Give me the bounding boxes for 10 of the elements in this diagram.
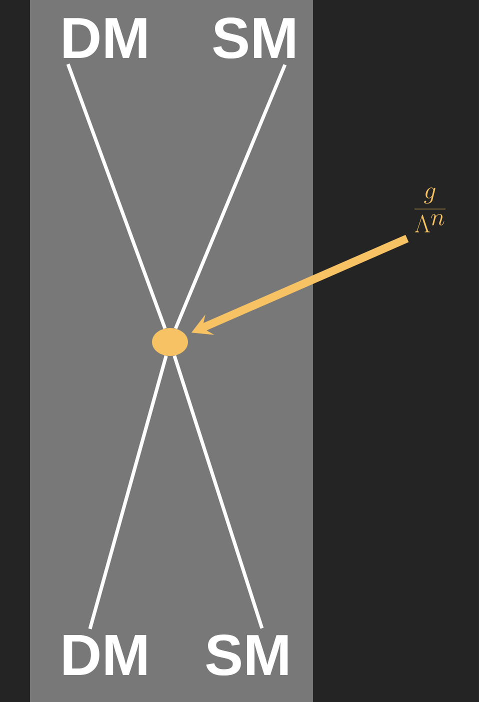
vertex-dot — [152, 328, 188, 356]
propagator-line — [172, 355, 264, 629]
propagator-line — [66, 64, 167, 329]
formula: $\frac{g}{\Lambda^n}$ — [414, 187, 446, 232]
particle-label: SM — [213, 17, 295, 59]
particle-label: DM — [64, 18, 146, 58]
propagator-line — [88, 355, 168, 630]
particle-label: DM — [64, 635, 146, 675]
particle-label: SM — [206, 634, 288, 676]
propagator-line — [174, 64, 287, 330]
